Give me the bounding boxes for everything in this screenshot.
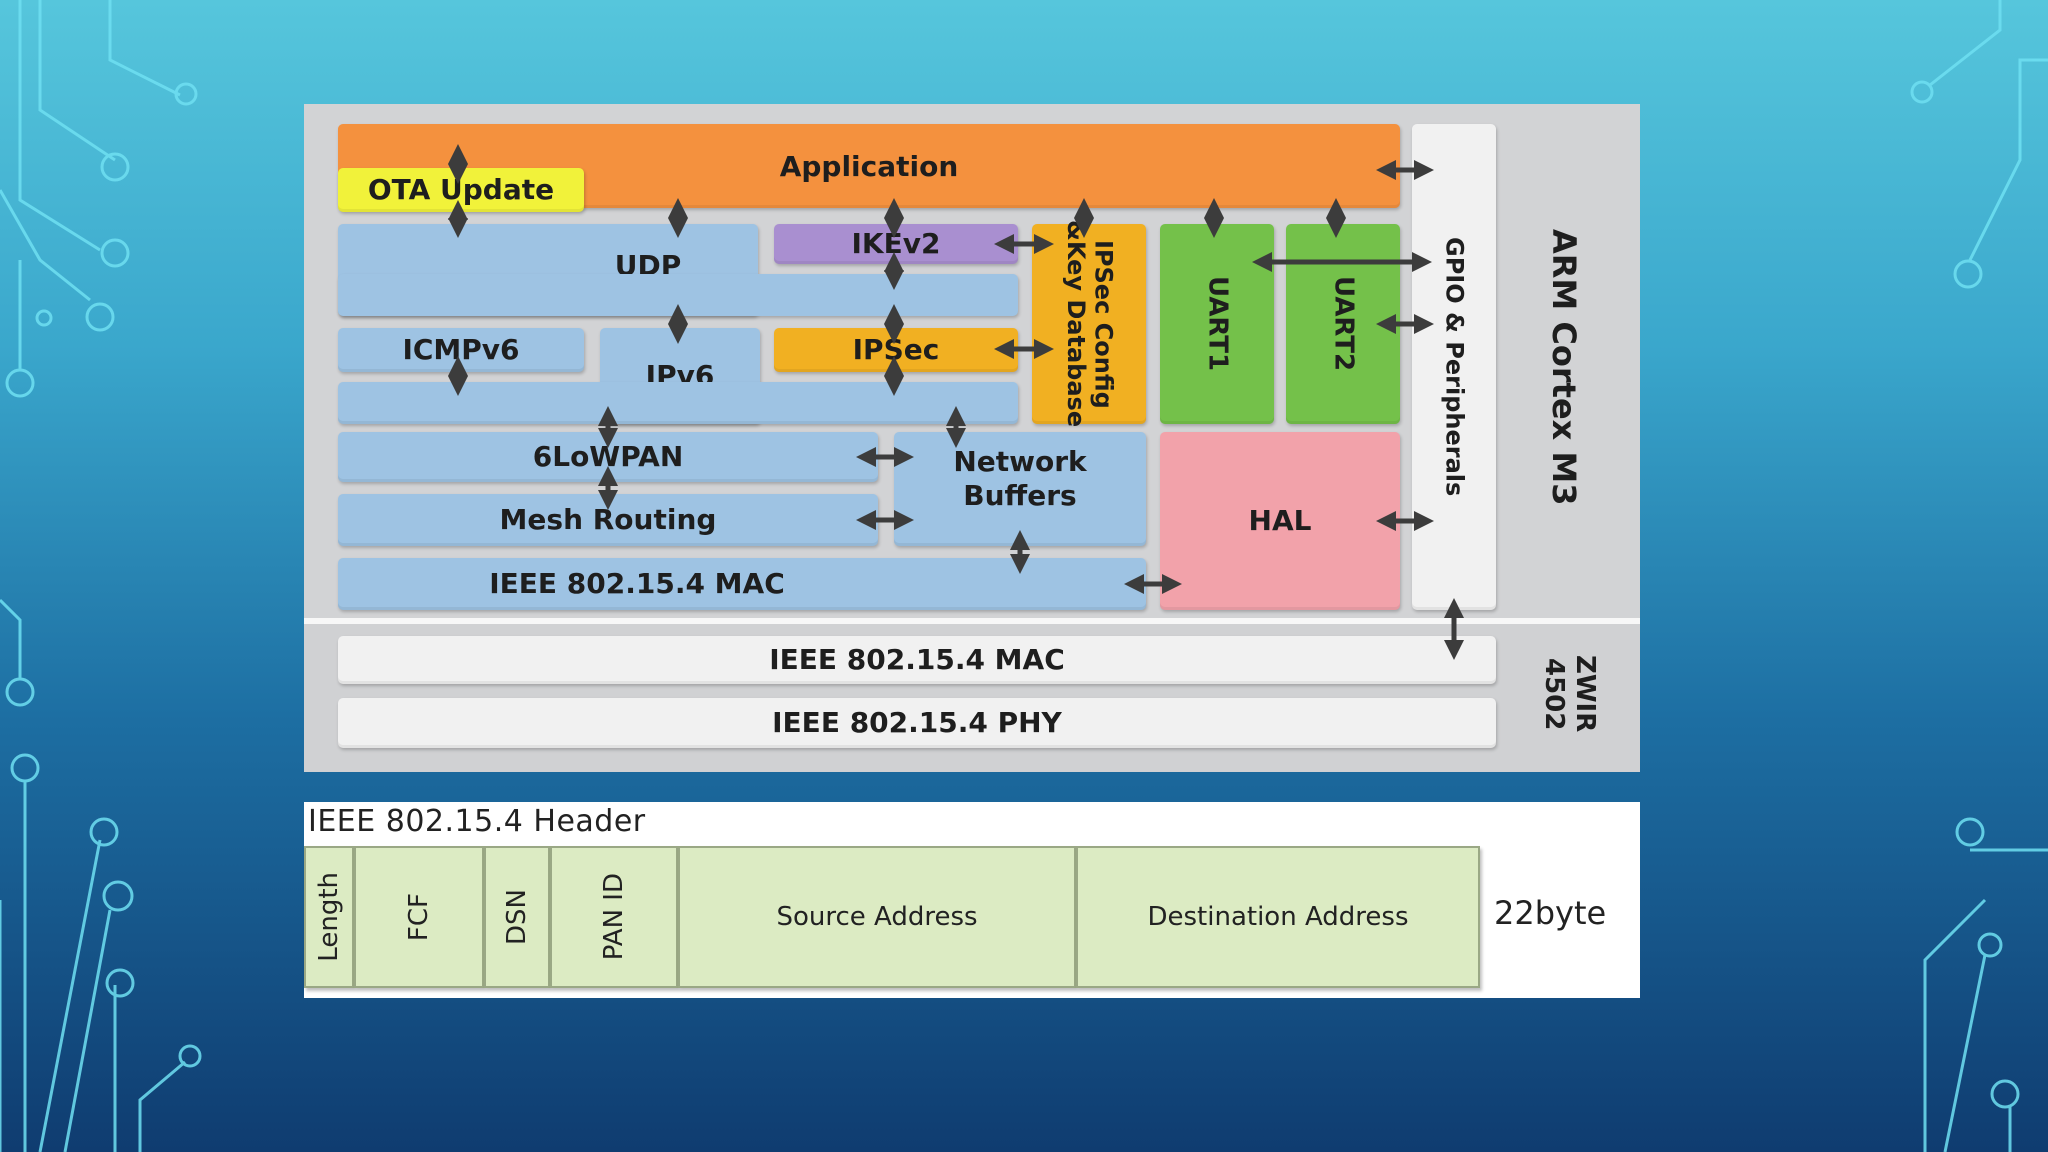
header-table-title: IEEE 802.15.4 Header xyxy=(308,804,646,839)
header-field-destination-address: Destination Address xyxy=(1076,846,1480,988)
header-field-fcf-label: FCF xyxy=(404,892,434,942)
ipsec-label: IPSec xyxy=(852,333,940,367)
uart2-label: UART2 xyxy=(1328,276,1359,372)
header-field-length-label: Length xyxy=(314,872,344,962)
arm-cortex-label: ARM Cortex M3 xyxy=(1545,228,1584,506)
ipsec-config-label: IPSec Config &Key Database xyxy=(1062,220,1118,428)
network-buffers-label: Network Buffers xyxy=(953,445,1087,512)
uart2-block: UART2 xyxy=(1286,224,1400,424)
application-label: Application xyxy=(779,150,959,183)
zwir-label: ZWIR 4502 xyxy=(1539,655,1601,733)
ota-update-block: OTA Update xyxy=(338,168,584,212)
mesh-routing-label: Mesh Routing xyxy=(499,503,717,537)
icmpv6-label: ICMPv6 xyxy=(402,333,520,367)
zwir-label-area: ZWIR 4502 xyxy=(1514,634,1624,754)
uart1-label: UART1 xyxy=(1202,276,1233,372)
mac-upper-block: IEEE 802.15.4 MAC xyxy=(338,558,1146,610)
phy-label: IEEE 802.15.4 PHY xyxy=(772,706,1062,740)
zwir-module-band: IEEE 802.15.4 MAC IEEE 802.15.4 PHY ZWIR… xyxy=(304,618,1640,772)
mesh-routing-block: Mesh Routing xyxy=(338,494,878,546)
header-field-dsn: DSN xyxy=(484,846,550,988)
hal-block: HAL xyxy=(1160,432,1400,610)
ieee-header-table: IEEE 802.15.4 Header Length FCF DSN PAN … xyxy=(304,802,1640,998)
protocol-stack-diagram: Application OTA Update UDP IKEv2 ICMPv6 … xyxy=(304,104,1640,772)
gpio-peripherals-label: GPIO & Peripherals xyxy=(1440,237,1469,497)
header-field-pan-id-label: PAN ID xyxy=(599,873,629,961)
ikev2-label: IKEv2 xyxy=(851,227,941,261)
icmpv6-block: ICMPv6 xyxy=(338,328,584,372)
mac-lower-block: IEEE 802.15.4 MAC xyxy=(338,636,1496,684)
header-field-destination-address-label: Destination Address xyxy=(1147,902,1409,932)
ipsec-block: IPSec xyxy=(774,328,1018,372)
header-field-source-address: Source Address xyxy=(678,846,1076,988)
header-field-fcf: FCF xyxy=(354,846,484,988)
hal-label: HAL xyxy=(1248,504,1312,538)
ikev2-block: IKEv2 xyxy=(774,224,1018,264)
arm-cortex-label-area: ARM Cortex M3 xyxy=(1504,124,1624,610)
header-field-dsn-label: DSN xyxy=(502,889,532,945)
mac-lower-label: IEEE 802.15.4 MAC xyxy=(769,643,1065,677)
6lowpan-label: 6LoWPAN xyxy=(532,440,684,474)
header-total-size: 22byte xyxy=(1494,894,1607,932)
header-field-pan-id: PAN ID xyxy=(550,846,678,988)
header-field-length: Length xyxy=(304,846,354,988)
uart1-block: UART1 xyxy=(1160,224,1274,424)
mac-upper-label: IEEE 802.15.4 MAC xyxy=(489,567,785,601)
udp-block-base xyxy=(338,274,1018,316)
phy-block: IEEE 802.15.4 PHY xyxy=(338,698,1496,748)
ipv6-block-base xyxy=(338,382,1018,424)
network-buffers-block: Network Buffers xyxy=(894,432,1146,546)
ota-update-label: OTA Update xyxy=(367,173,555,207)
gpio-peripherals-block: GPIO & Peripherals xyxy=(1412,124,1496,610)
6lowpan-block: 6LoWPAN xyxy=(338,432,878,482)
ipsec-config-block: IPSec Config &Key Database xyxy=(1032,220,1146,428)
header-field-source-address-label: Source Address xyxy=(776,902,978,932)
